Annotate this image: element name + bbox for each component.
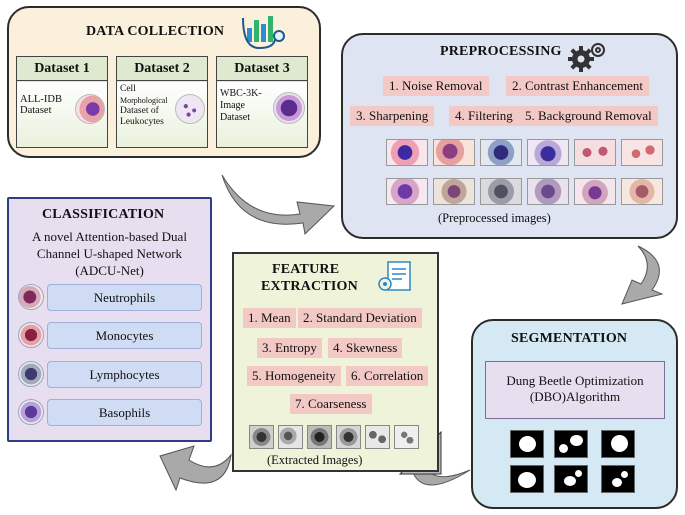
mask-thumb: [510, 430, 544, 458]
preprocessing-step-4: 4. Filtering: [449, 106, 519, 126]
preprocessing-step-1: 1. Noise Removal: [383, 76, 489, 96]
monocyte-cell-icon: [18, 322, 44, 348]
feature-caption: (Extracted Images): [267, 453, 363, 467]
preprocessing-panel: PREPROCESSING 1. Noise Removal 2. Contra…: [341, 33, 678, 239]
feature-item-4: 4. Skewness: [328, 338, 403, 358]
dataset-1-cell-image: [75, 94, 105, 124]
gears-icon: [568, 43, 605, 72]
mask-thumb: [601, 465, 635, 493]
pre-thumb: [527, 139, 569, 166]
extracted-thumb: [307, 425, 332, 449]
feature-extraction-panel: FEATURE EXTRACTION 1. Mean 2. Standard D…: [232, 252, 439, 472]
feature-item-1: 1. Mean: [243, 308, 296, 328]
preprocessing-step-2: 2. Contrast Enhancement: [506, 76, 650, 96]
arrow-data-to-pre: [221, 174, 336, 236]
segmentation-panel: SEGMENTATION Dung Beetle Optimization (D…: [471, 319, 678, 509]
extracted-thumb: [365, 425, 390, 449]
feature-item-3: 3. Entropy: [257, 338, 322, 358]
preprocessing-title: PREPROCESSING: [440, 44, 562, 59]
arrow-feat-to-class: [159, 445, 232, 492]
dataset-1-line-2: Dataset: [20, 105, 52, 116]
dataset-1-head: Dataset 1: [17, 57, 107, 81]
class-monocytes: Monocytes: [47, 322, 202, 349]
chart-stethoscope-icon: [242, 16, 285, 50]
classification-description-line-1: A novel Attention-based Dual: [32, 229, 187, 244]
pre-thumb: [386, 178, 428, 205]
feature-title-line-2: EXTRACTION: [261, 279, 358, 294]
classification-title: CLASSIFICATION: [42, 207, 165, 222]
pre-thumb: [433, 139, 475, 166]
dbo-line-1: Dung Beetle Optimization: [506, 373, 644, 388]
mask-thumb: [510, 465, 544, 493]
arrow-pre-to-seg: [621, 245, 664, 305]
segmentation-title: SEGMENTATION: [511, 331, 628, 346]
dataset-3-line-2: Image: [220, 100, 245, 111]
extracted-thumb: [336, 425, 361, 449]
class-basophils: Basophils: [47, 399, 202, 426]
document-settings-icon: [378, 261, 411, 291]
dataset-2-head: Dataset 2: [117, 57, 207, 81]
dataset-3-line-3: Dataset: [220, 112, 250, 123]
pre-thumb: [386, 139, 428, 166]
pre-thumb: [574, 178, 616, 205]
classification-description-line-2: Channel U-shaped Network: [36, 246, 183, 261]
classification-description-line-3: (ADCU-Net): [75, 263, 144, 278]
feature-item-2: 2. Standard Deviation: [298, 308, 422, 328]
dbo-algorithm-box: Dung Beetle Optimization (DBO)Algorithm: [485, 361, 665, 419]
neutrophil-cell-icon: [18, 284, 44, 310]
pre-thumb: [574, 139, 616, 166]
classification-description: A novel Attention-based Dual Channel U-s…: [9, 228, 210, 279]
data-collection-title: DATA COLLECTION: [86, 24, 225, 39]
class-lymphocytes: Lymphocytes: [47, 361, 202, 388]
classification-panel: CLASSIFICATION A novel Attention-based D…: [7, 197, 212, 442]
pre-thumb: [621, 178, 663, 205]
class-neutrophils: Neutrophils: [47, 284, 202, 311]
dataset-2-line-4: Leukocytes: [120, 117, 164, 127]
dataset-3-head: Dataset 3: [217, 57, 307, 81]
pre-thumb: [621, 139, 663, 166]
extracted-thumb: [278, 425, 303, 449]
dataset-2-cell-image: [175, 94, 205, 124]
preprocessing-caption: (Preprocessed images): [438, 211, 551, 225]
dataset-1-line-1: ALL-IDB: [20, 94, 62, 105]
dataset-card-2: Dataset 2 Cell Morphological Dataset of …: [116, 56, 208, 148]
dataset-2-line-2: Morphological: [120, 96, 168, 105]
mask-thumb: [554, 465, 588, 493]
feature-item-5: 5. Homogeneity: [247, 366, 341, 386]
data-collection-panel: DATA COLLECTION Dataset 1 ALL-IDB Datase…: [7, 6, 321, 158]
preprocessing-step-3: 3. Sharpening: [350, 106, 435, 126]
dataset-card-1: Dataset 1 ALL-IDB Dataset: [16, 56, 108, 148]
feature-item-7: 7. Coarseness: [290, 394, 372, 414]
pre-thumb: [480, 139, 522, 166]
extracted-thumb: [249, 425, 274, 449]
mask-thumb: [601, 430, 635, 458]
pre-thumb: [480, 178, 522, 205]
lymphocyte-cell-icon: [18, 361, 44, 387]
dbo-line-2: (DBO)Algorithm: [529, 389, 621, 404]
dataset-2-line-3: Dataset of: [120, 106, 159, 116]
basophil-cell-icon: [18, 399, 44, 425]
dataset-card-3: Dataset 3 WBC-3K- Image Dataset: [216, 56, 308, 148]
pre-thumb: [527, 178, 569, 205]
preprocessing-step-5: 5. Background Removal: [519, 106, 658, 126]
mask-thumb: [554, 430, 588, 458]
dataset-3-line-1: WBC-3K-: [220, 88, 262, 99]
dataset-2-line-1: Cell: [120, 84, 136, 94]
feature-title-line-1: FEATURE: [272, 262, 340, 277]
dataset-3-cell-image: [273, 92, 305, 124]
extracted-thumb: [394, 425, 419, 449]
feature-item-6: 6. Correlation: [346, 366, 429, 386]
pre-thumb: [433, 178, 475, 205]
